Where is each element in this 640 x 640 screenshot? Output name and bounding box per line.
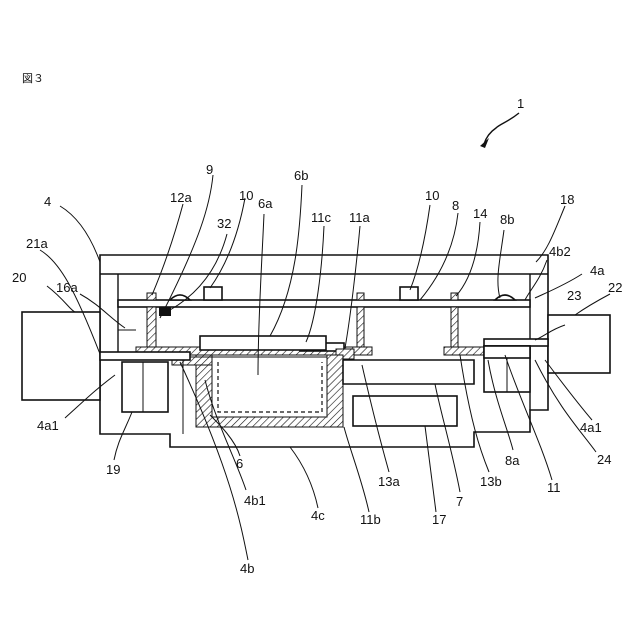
support-column-9 [147, 307, 156, 347]
label-13a: 13a [378, 474, 400, 489]
label-8: 8 [452, 198, 459, 213]
label-4a1-left: 4a1 [37, 418, 59, 433]
label-9: 9 [206, 162, 213, 177]
label-4: 4 [44, 194, 51, 209]
label-16a: 16a [56, 280, 78, 295]
pin-left-2 [357, 293, 364, 300]
label-4a: 4a [590, 263, 605, 278]
component-7 [343, 360, 474, 384]
assembly-arrowhead [480, 138, 489, 148]
label-4c: 4c [311, 508, 325, 523]
connector-shaft-21a [100, 352, 190, 360]
label-11b: 11b [360, 512, 381, 527]
label-17: 17 [432, 512, 446, 527]
label-13b: 13b [480, 474, 502, 489]
connector-22 [548, 315, 610, 373]
label-assembly-1: 1 [517, 96, 524, 111]
assembly-arrow [484, 113, 519, 144]
label-8b: 8b [500, 212, 514, 227]
label-11c: 11c [311, 210, 331, 225]
label-11a: 11a [349, 210, 370, 225]
connector-shaft-23 [484, 339, 548, 346]
label-12a: 12a [170, 190, 192, 205]
pin-12a [147, 293, 156, 300]
figure-title: 図３ [22, 72, 44, 85]
label-20: 20 [12, 270, 26, 285]
label-14: 14 [473, 206, 487, 221]
block-19 [122, 362, 168, 412]
label-11: 11 [547, 480, 561, 495]
label-18: 18 [560, 192, 574, 207]
component-10-right [400, 287, 418, 300]
label-23: 23 [567, 288, 581, 303]
label-4b: 4b [240, 561, 254, 576]
support-column-14 [451, 307, 458, 347]
label-4a1-right: 4a1 [580, 420, 602, 435]
label-6a: 6a [258, 196, 273, 211]
label-7: 7 [456, 494, 463, 509]
label-19: 19 [106, 462, 120, 477]
support-column-mid [357, 307, 364, 347]
label-22: 22 [608, 280, 622, 295]
pin-14 [451, 293, 458, 300]
block-24-cap [484, 346, 530, 358]
label-32: 32 [217, 216, 231, 231]
label-21a: 21a [26, 236, 48, 251]
label-6: 6 [236, 456, 243, 471]
label-24: 24 [597, 452, 611, 467]
label-6b: 6b [294, 168, 308, 183]
label-10-right: 10 [425, 188, 439, 203]
label-4b2: 4b2 [549, 244, 571, 259]
component-10-left [204, 287, 222, 300]
label-4b1: 4b1 [244, 493, 266, 508]
label-10-left: 10 [239, 188, 253, 203]
label-8a: 8a [505, 453, 520, 468]
